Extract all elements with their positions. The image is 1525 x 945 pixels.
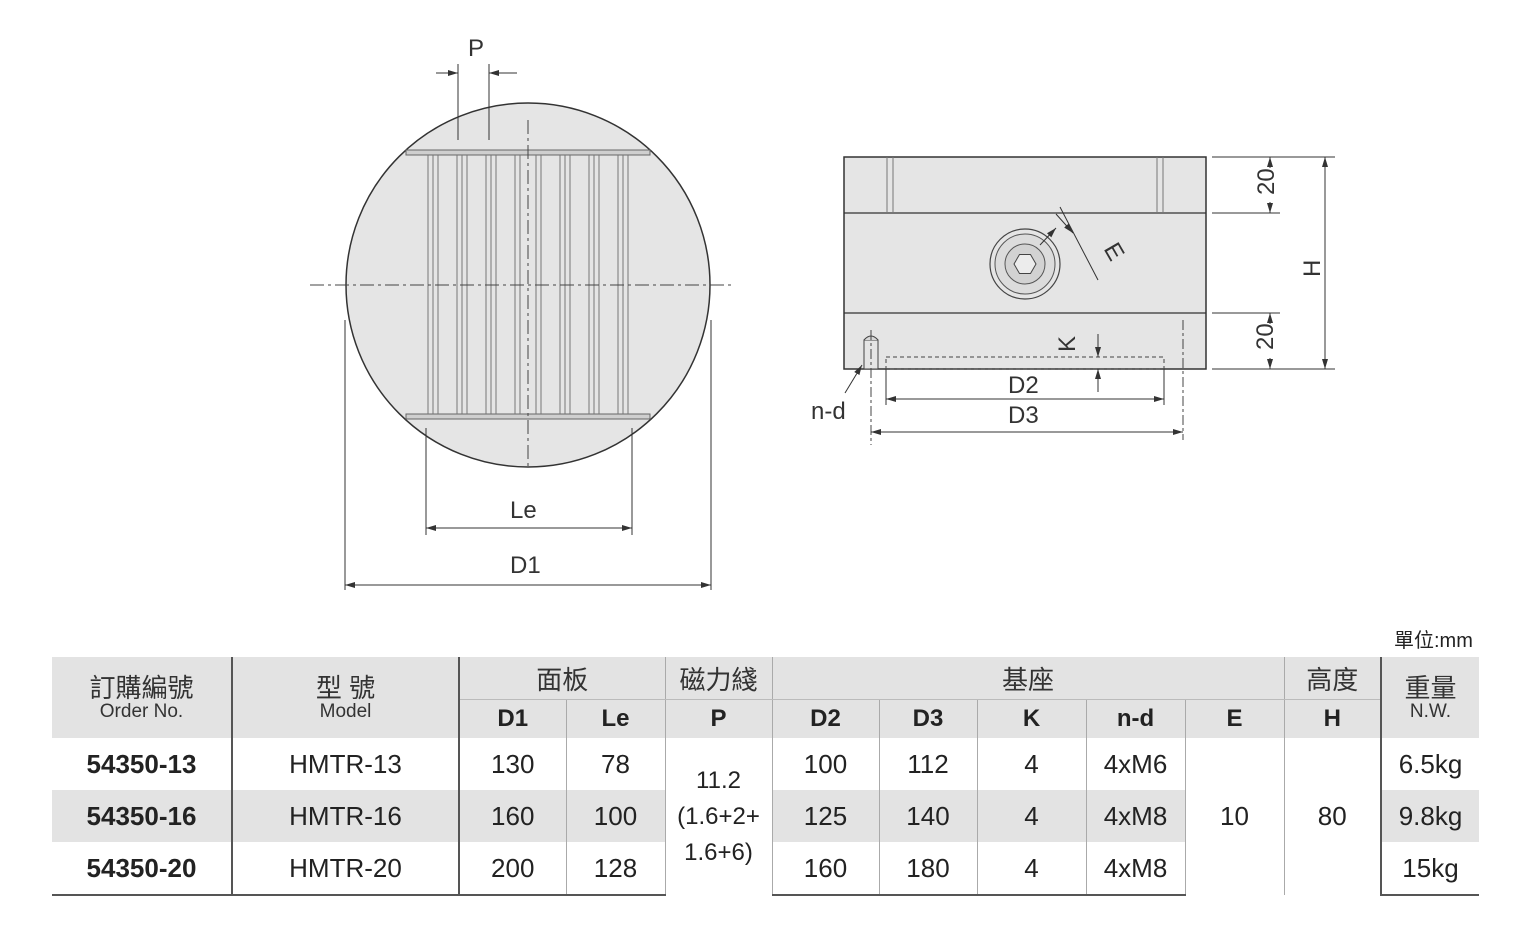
d1-cell: 130 bbox=[458, 738, 566, 790]
le-cell: 78 bbox=[565, 738, 665, 790]
header-d1: D1 bbox=[458, 699, 566, 738]
k-cell: 4 bbox=[976, 790, 1086, 842]
d3-cell: 180 bbox=[878, 842, 977, 896]
d1-label: D1 bbox=[510, 552, 541, 579]
model-cell: HMTR-16 bbox=[231, 790, 459, 842]
table-row: 54350-13 HMTR-13 130 78 11.2 (1.6+2+ 1.6… bbox=[52, 738, 1479, 895]
header-le: Le bbox=[565, 699, 665, 738]
le-label: Le bbox=[510, 497, 537, 524]
d1-cell: 200 bbox=[458, 842, 566, 896]
nd-label: n-d bbox=[811, 398, 846, 425]
header-height: 高度 bbox=[1283, 657, 1381, 700]
header-d3: D3 bbox=[878, 699, 977, 738]
nd-cell: 4xM8 bbox=[1085, 842, 1185, 896]
model-cell: HMTR-13 bbox=[231, 738, 459, 790]
order-no-cell: 54350-20 bbox=[52, 842, 232, 896]
d3-cell: 112 bbox=[878, 738, 977, 790]
hex-socket bbox=[989, 228, 1061, 300]
d3-cell: 140 bbox=[878, 790, 977, 842]
technical-drawing: P Le D1 bbox=[310, 35, 1335, 590]
k-cell: 4 bbox=[976, 738, 1086, 790]
p-dimension bbox=[436, 64, 517, 140]
side-view: E K D2 D3 n-d bbox=[811, 156, 1335, 445]
le-cell: 128 bbox=[565, 842, 665, 896]
header-magnetic: 磁力綫 bbox=[664, 657, 772, 700]
bottom-20-label: 20 bbox=[1252, 323, 1279, 350]
header-k: K bbox=[976, 699, 1086, 738]
nd-cell: 4xM8 bbox=[1085, 790, 1185, 842]
h-label: H bbox=[1299, 260, 1326, 277]
header-model: 型 號 Model bbox=[231, 657, 459, 738]
p-cell: 11.2 (1.6+2+ 1.6+6) bbox=[664, 738, 772, 895]
top-view: P Le D1 bbox=[310, 35, 735, 590]
h-cell: 80 bbox=[1283, 738, 1381, 895]
spec-table: 訂購編號 Order No. 型 號 Model 面板 磁力綫 基座 高度 重量… bbox=[52, 657, 1479, 896]
nd-cell: 4xM6 bbox=[1085, 738, 1185, 790]
header-panel: 面板 bbox=[458, 657, 665, 700]
weight-cell: 9.8kg bbox=[1380, 790, 1479, 842]
pin bbox=[863, 330, 879, 445]
d2-cell: 125 bbox=[771, 790, 879, 842]
d2-cell: 100 bbox=[771, 738, 879, 790]
e-cell: 10 bbox=[1184, 738, 1284, 895]
table-row: 54350-16 HMTR-16 160 100 125 140 4 4xM8 … bbox=[52, 790, 1479, 842]
table-row: 54350-20 HMTR-20 200 128 160 180 4 4xM8 … bbox=[52, 842, 1479, 896]
d2-cell: 160 bbox=[771, 842, 879, 896]
header-order-no: 訂購編號 Order No. bbox=[52, 657, 232, 738]
k-cell: 4 bbox=[976, 842, 1086, 896]
order-no-cell: 54350-16 bbox=[52, 790, 232, 842]
d2-label: D2 bbox=[1008, 372, 1039, 399]
weight-cell: 6.5kg bbox=[1380, 738, 1479, 790]
k-label: K bbox=[1054, 336, 1081, 352]
p-label: P bbox=[468, 35, 484, 62]
header-h: H bbox=[1283, 699, 1381, 738]
le-cell: 100 bbox=[565, 790, 665, 842]
d1-cell: 160 bbox=[458, 790, 566, 842]
top-20-label: 20 bbox=[1253, 168, 1280, 195]
d1-dimension bbox=[344, 320, 712, 590]
header-e: E bbox=[1184, 699, 1284, 738]
header-base: 基座 bbox=[771, 657, 1284, 700]
weight-cell: 15kg bbox=[1380, 842, 1479, 896]
unit-note: 單位:mm bbox=[1394, 630, 1473, 652]
order-no-cell: 54350-13 bbox=[86, 748, 197, 779]
header-d2: D2 bbox=[771, 699, 879, 738]
header-p: P bbox=[664, 699, 772, 738]
le-dimension bbox=[425, 428, 633, 535]
header-nd: n-d bbox=[1085, 699, 1185, 738]
center-lines bbox=[310, 120, 735, 470]
header-weight: 重量 N.W. bbox=[1380, 657, 1479, 738]
model-cell: HMTR-20 bbox=[231, 842, 459, 896]
d3-label: D3 bbox=[1008, 402, 1039, 429]
